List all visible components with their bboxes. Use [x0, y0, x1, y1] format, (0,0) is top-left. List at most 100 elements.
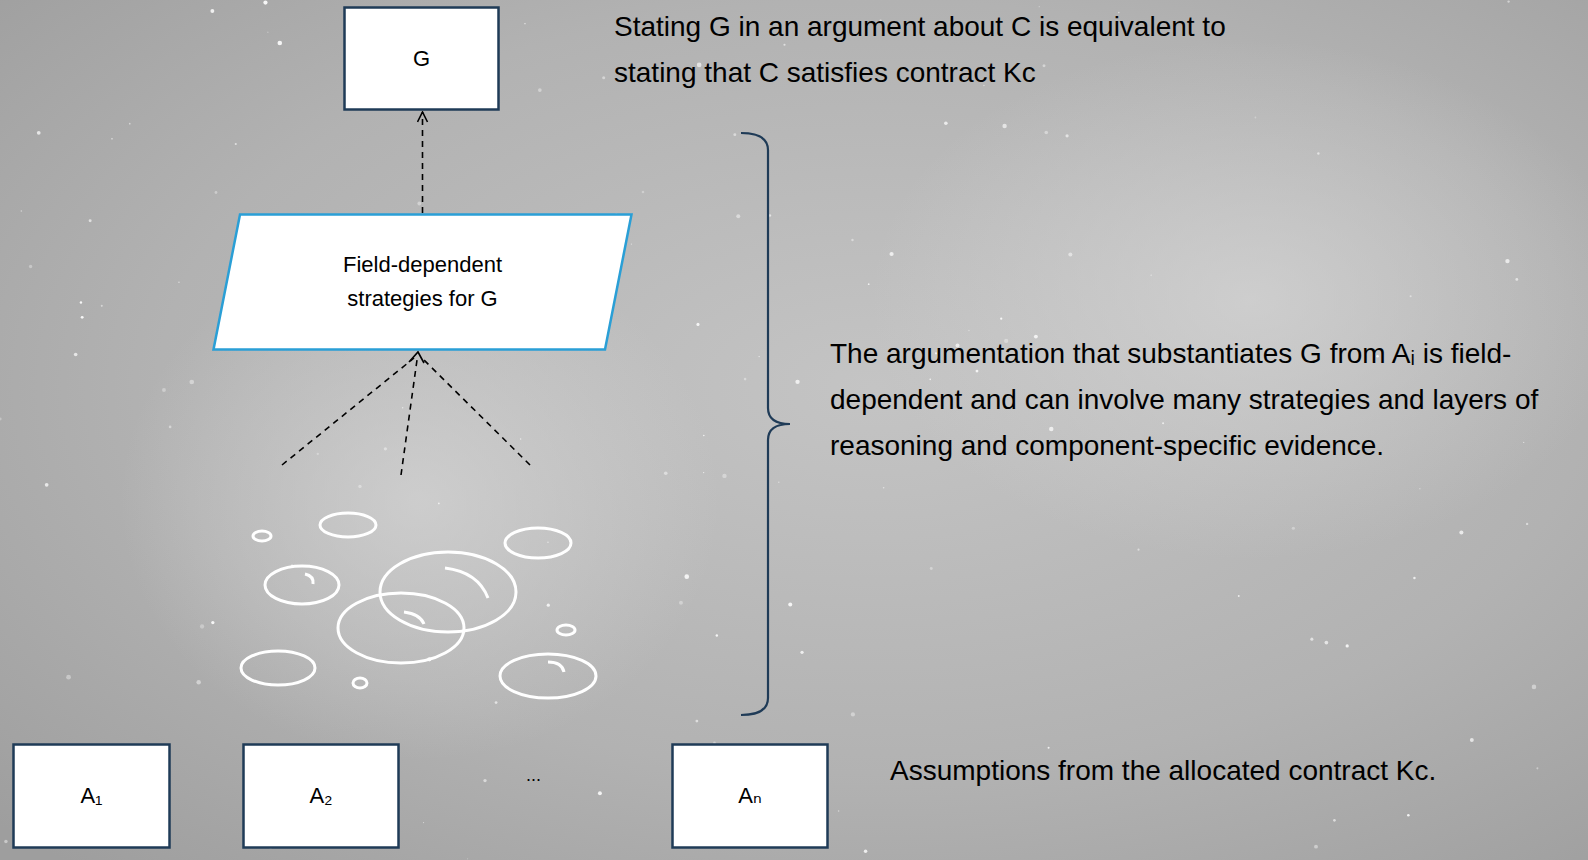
- speck: [200, 624, 204, 628]
- note-text: Assumptions from the allocated contract …: [890, 748, 1436, 794]
- speck: [679, 601, 683, 605]
- speck: [169, 426, 172, 429]
- speck: [278, 41, 283, 46]
- speck: [1065, 134, 1068, 137]
- speck: [1039, 6, 1040, 7]
- speck: [358, 485, 361, 488]
- note-text: The argumentation that substantiates G f…: [830, 331, 1578, 469]
- speck: [81, 316, 84, 319]
- speck: [0, 418, 2, 421]
- speck: [1333, 819, 1336, 822]
- speck: [759, 356, 760, 357]
- speck: [744, 378, 747, 381]
- speck: [1048, 747, 1050, 749]
- speck: [74, 353, 78, 357]
- speck: [162, 388, 166, 392]
- speck: [929, 379, 931, 381]
- speck: [547, 541, 549, 543]
- speck: [210, 9, 214, 13]
- speck: [778, 481, 780, 483]
- speck: [80, 301, 82, 303]
- parallelogram-outline: [214, 215, 632, 350]
- speck: [101, 305, 103, 307]
- speck: [968, 330, 970, 332]
- speck: [1310, 638, 1313, 641]
- speck: [1034, 335, 1038, 339]
- speck: [851, 712, 855, 716]
- speck: [684, 574, 689, 579]
- speck: [211, 621, 214, 624]
- speck: [467, 858, 468, 859]
- speck: [722, 474, 726, 478]
- speck: [1459, 531, 1463, 535]
- speck: [976, 370, 979, 373]
- speck: [851, 239, 853, 241]
- node-text: G: [413, 42, 430, 76]
- speck: [1000, 318, 1002, 320]
- speck: [703, 435, 704, 436]
- speck: [89, 219, 92, 222]
- node-text: A₁: [80, 779, 102, 813]
- support-lines: [282, 358, 530, 475]
- speck: [1515, 278, 1518, 281]
- speck: [1314, 845, 1318, 849]
- note-text: Stating G in an argument about C is equi…: [614, 4, 1294, 96]
- box-outline: [244, 745, 399, 848]
- ellipsis: ...: [526, 752, 541, 798]
- speck: [520, 438, 521, 439]
- speck: [800, 651, 803, 654]
- speck: [1526, 523, 1528, 525]
- speck: [37, 131, 41, 135]
- speck: [1255, 117, 1257, 119]
- speck: [178, 281, 180, 283]
- speck: [235, 143, 237, 145]
- speck: [1238, 595, 1240, 597]
- speck: [642, 191, 645, 194]
- speck: [524, 23, 525, 24]
- speck: [930, 567, 933, 570]
- speck: [111, 138, 113, 140]
- speck: [495, 701, 498, 704]
- speck: [423, 822, 424, 823]
- speck: [1507, 0, 1509, 2]
- assumption-box: A₁: [12, 743, 171, 849]
- box-outline: [14, 745, 170, 848]
- speck: [66, 675, 71, 680]
- speck: [1150, 275, 1151, 276]
- speck: [664, 471, 668, 475]
- speck: [696, 323, 699, 326]
- speck: [1410, 295, 1412, 297]
- speck: [631, 243, 632, 244]
- speck: [883, 487, 885, 489]
- speck: [384, 447, 387, 450]
- speck: [1292, 527, 1295, 530]
- speck: [1317, 152, 1319, 154]
- speck: [703, 472, 704, 473]
- speck: [547, 604, 550, 607]
- speck: [695, 720, 698, 723]
- speck: [864, 850, 867, 853]
- speck: [598, 791, 602, 795]
- speck: [1162, 422, 1164, 424]
- speck: [1407, 814, 1410, 817]
- speck: [890, 252, 894, 256]
- speck: [795, 380, 799, 384]
- goal-box: G: [343, 6, 500, 111]
- bubbles: [241, 513, 596, 698]
- speck: [1419, 488, 1421, 490]
- speck: [267, 31, 268, 32]
- star-specks: [0, 0, 1538, 859]
- speck: [788, 602, 792, 606]
- speck: [129, 123, 131, 125]
- speck: [438, 503, 440, 505]
- nebula-glow: [870, 40, 1588, 560]
- speck: [29, 265, 32, 268]
- speck: [736, 214, 740, 218]
- speck: [317, 453, 319, 455]
- speck: [1325, 641, 1329, 645]
- strategy-parallelogram: Field-dependent strategies for G: [212, 213, 633, 351]
- node-text: Aₙ: [738, 779, 761, 813]
- speck: [263, 0, 267, 4]
- speck: [716, 634, 718, 636]
- speck: [45, 483, 49, 487]
